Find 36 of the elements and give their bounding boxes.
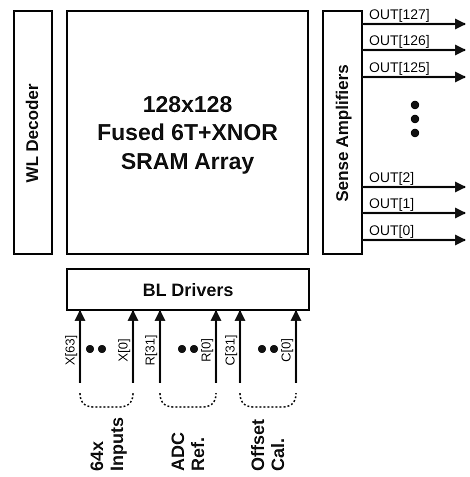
arrow	[363, 72, 466, 82]
arrow	[154, 310, 166, 383]
block-label: Fused 6T+XNOR SRAM Array	[97, 119, 278, 174]
arrow	[128, 310, 138, 383]
signal-label: OUT[0]	[369, 223, 414, 237]
arrow	[363, 18, 466, 30]
arrow	[363, 182, 466, 192]
group-label: ADC Ref.	[168, 431, 208, 471]
signal-label: X[63]	[64, 334, 76, 366]
arrow	[234, 310, 246, 383]
signal-label: C[31]	[224, 334, 236, 366]
driver-block	[66, 268, 310, 311]
group-label: 64x Inputs	[86, 416, 126, 471]
signal-label: R[31]	[144, 334, 156, 366]
signal-label: OUT[126]	[369, 33, 430, 47]
arrow	[363, 44, 466, 56]
arrow	[363, 234, 466, 246]
signal-label: OUT[1]	[369, 196, 414, 210]
arrow	[290, 310, 302, 383]
arrow	[210, 310, 222, 383]
signal-label: OUT[2]	[369, 170, 414, 184]
block-title: 128x128	[142, 90, 232, 116]
signal-label: OUT[127]	[369, 7, 430, 21]
signal-label: X[0]	[116, 338, 130, 362]
memory-array-block	[66, 10, 309, 255]
arrow	[363, 208, 466, 218]
arrow	[74, 310, 86, 383]
decoder-block	[13, 10, 53, 255]
signal-label: OUT[125]	[369, 60, 430, 74]
block-title: BL Drivers	[142, 279, 234, 300]
block-label: WL Decoder	[23, 83, 43, 182]
signal-label: R[0]	[200, 338, 212, 362]
signal-label: C[0]	[280, 338, 292, 362]
block-label: Sense Amplifiers	[332, 64, 352, 202]
amplifier-block	[322, 10, 363, 255]
group-label: Offset Cal.	[248, 418, 288, 471]
